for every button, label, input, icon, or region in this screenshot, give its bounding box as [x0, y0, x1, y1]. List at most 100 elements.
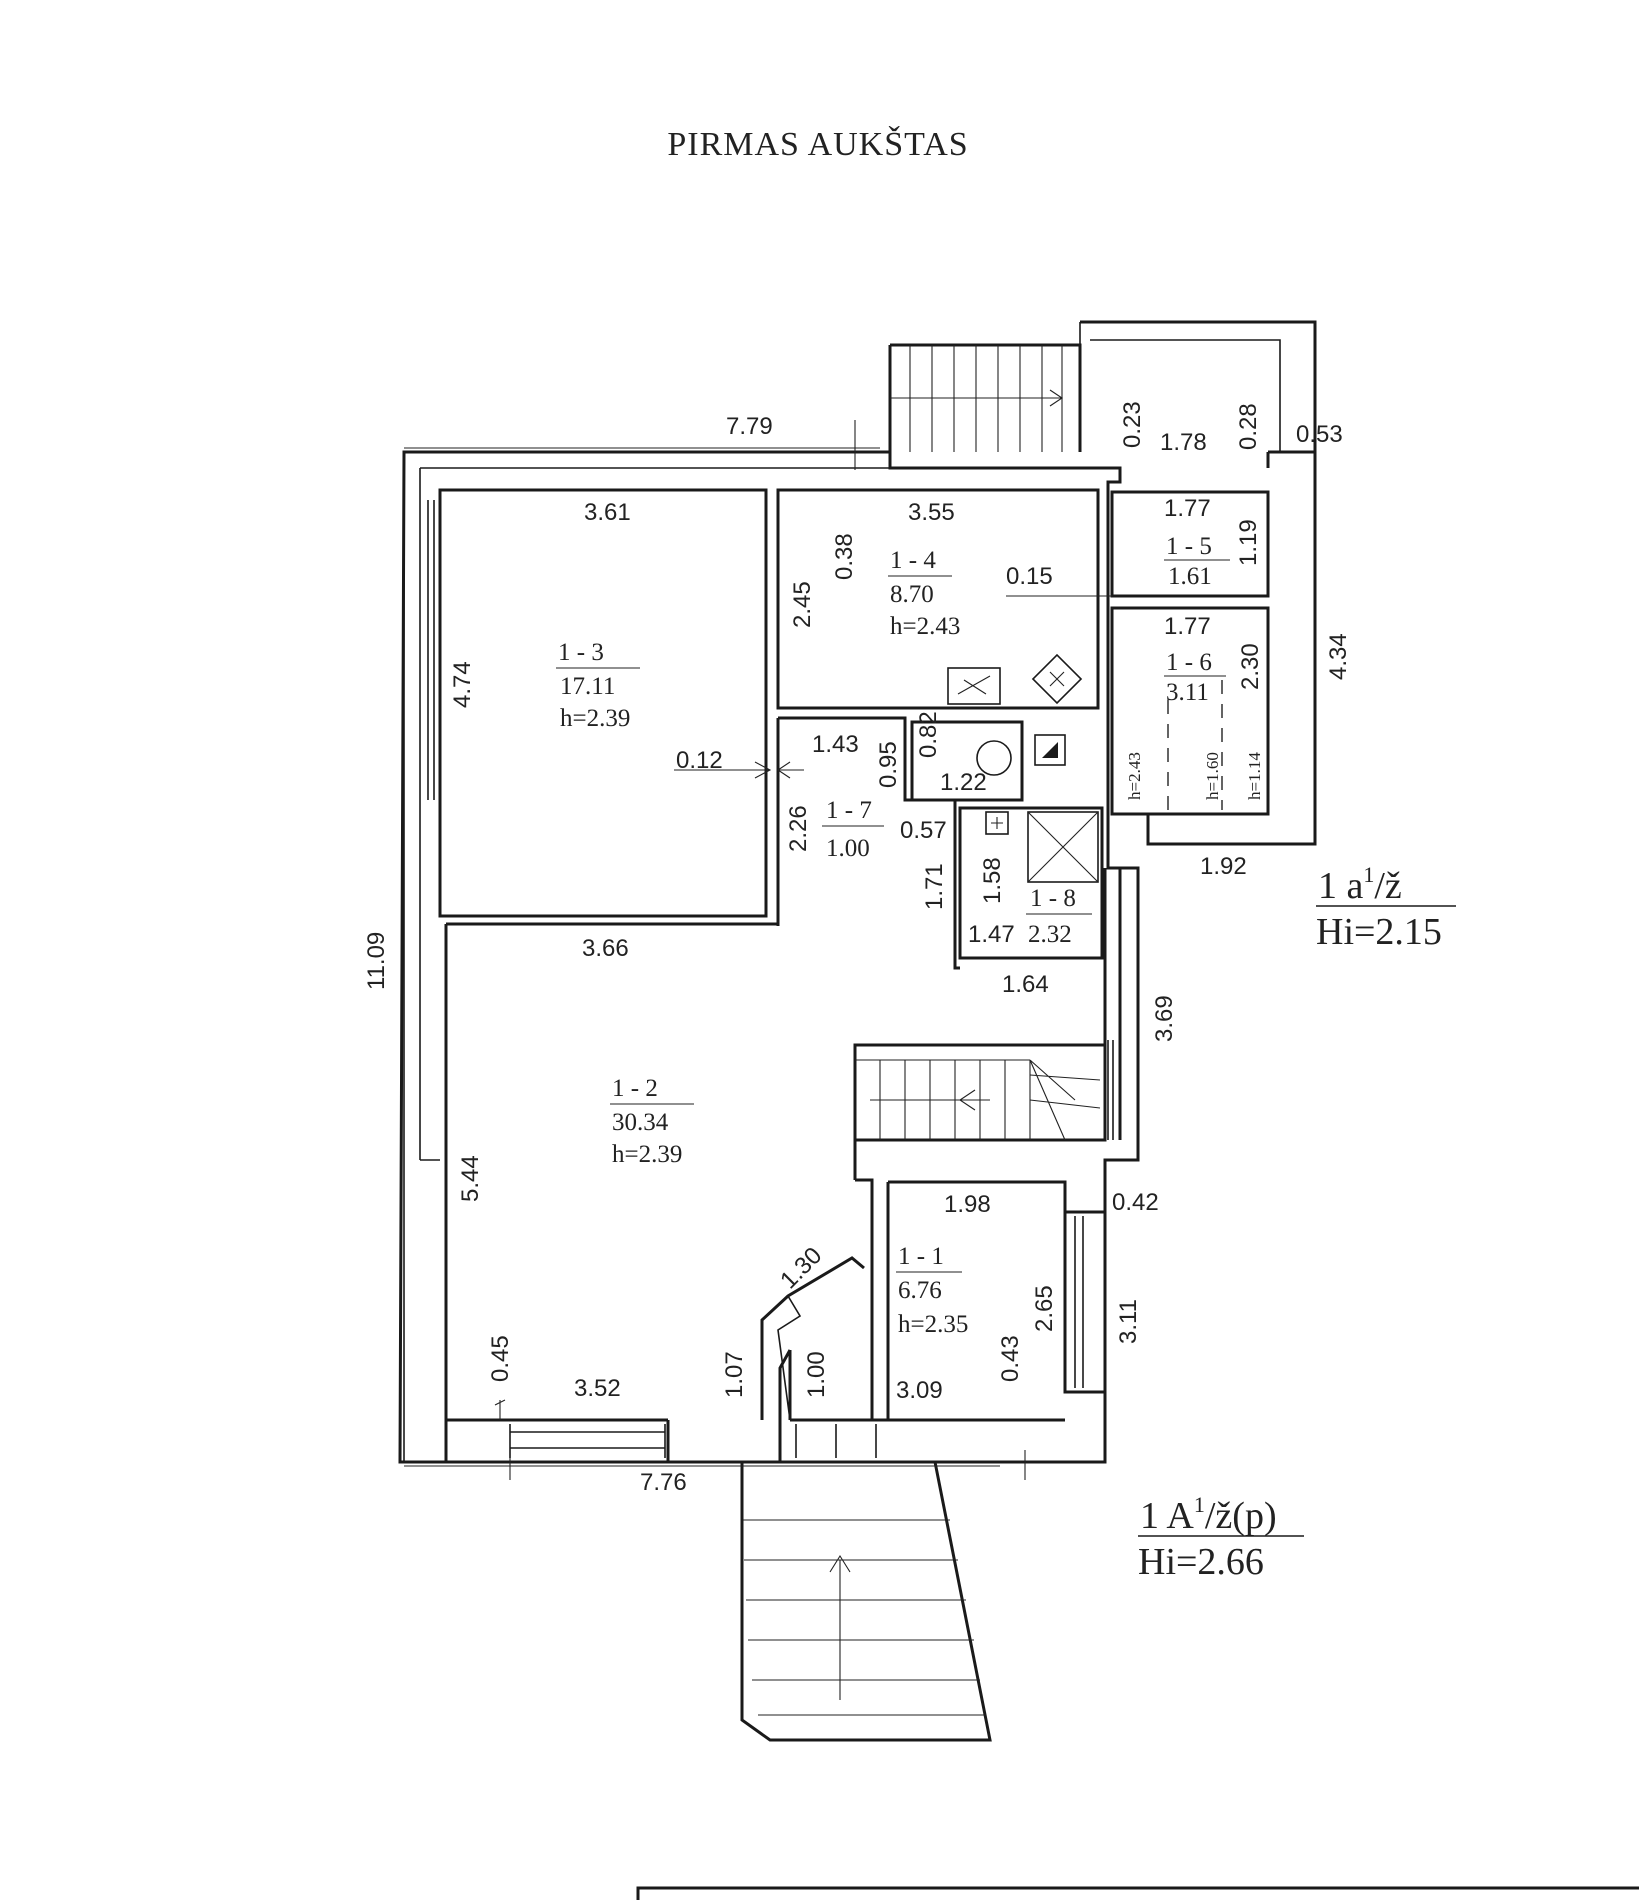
room-id: 1 - 4 — [890, 547, 936, 574]
dim-3-52: 3.52 — [574, 1375, 621, 1402]
dim-1-43: 1.43 — [812, 731, 859, 758]
dimension-lines — [404, 420, 1112, 1480]
dim-1-22: 1.22 — [940, 769, 987, 796]
room-id: 1 - 8 — [1030, 885, 1076, 912]
room-height: h=2.43 — [890, 613, 960, 640]
block-height: Hi=2.66 — [1138, 1541, 1264, 1583]
dim-0-57: 0.57 — [900, 817, 947, 844]
room-1-4-outline — [776, 488, 1100, 710]
dim-11-09: 11.09 — [363, 932, 390, 990]
block-rest: /ž — [1374, 865, 1401, 907]
dim-0-12: 0.12 — [676, 747, 723, 774]
room-1-1-outline — [778, 1180, 1105, 1420]
dim-4-34: 4.34 — [1325, 633, 1352, 680]
room-1-5-label: 1 - 5 1.61 — [1164, 533, 1230, 590]
dim-3-11: 3.11 — [1115, 1299, 1142, 1344]
dim-h-1-60: h=1.60 — [1203, 752, 1222, 800]
room-area: 2.32 — [1028, 921, 1072, 948]
block-label-1A: 1 A1/ž(p) Hi=2.66 — [1138, 1492, 1304, 1583]
stove-icon — [947, 667, 1001, 705]
room-id: 1 - 7 — [826, 797, 872, 824]
sink-icon — [1034, 734, 1066, 766]
boiler-icon — [1031, 653, 1083, 705]
room-1-6-outline — [1110, 606, 1270, 816]
outer-wall — [398, 450, 1140, 1464]
room-id: 1 - 2 — [612, 1075, 658, 1102]
dim-1-47: 1.47 — [968, 921, 1015, 948]
wc-box — [910, 720, 1024, 802]
plan-title: PIRMAS AUKŠTAS — [667, 125, 968, 163]
dim-3-69: 3.69 — [1151, 995, 1178, 1042]
dim-4-74: 4.74 — [449, 661, 476, 708]
room-height: h=2.39 — [560, 705, 630, 732]
room-1-7-label: 1 - 7 1.00 — [822, 797, 884, 862]
dim-1-19: 1.19 — [1235, 519, 1262, 566]
dim-2-45: 2.45 — [789, 581, 816, 628]
bottom-stair — [740, 1461, 992, 1742]
dim-1-78: 1.78 — [1160, 429, 1207, 456]
dim-1-77-b: 1.77 — [1164, 613, 1211, 640]
svg-text:1 A1/ž(p): 1 A1/ž(p) — [1140, 1492, 1277, 1537]
dim-0-53: 0.53 — [1296, 421, 1343, 448]
svg-text:1 a1/ž: 1 a1/ž — [1318, 862, 1402, 907]
room-1-1-label: 1 - 1 6.76 h=2.35 — [896, 1243, 968, 1338]
walls — [398, 450, 1317, 1464]
dim-h-2-43: h=2.43 — [1125, 752, 1144, 800]
room-area: 17.11 — [560, 673, 615, 700]
room-area: 1.61 — [1168, 563, 1212, 590]
block-rest: /ž(p) — [1205, 1495, 1277, 1537]
dim-3-61: 3.61 — [584, 499, 631, 526]
room-id: 1 - 5 — [1166, 533, 1212, 560]
dim-0-45: 0.45 — [487, 1335, 514, 1382]
room-area: 6.76 — [898, 1277, 942, 1304]
dim-2-26: 2.26 — [785, 805, 812, 852]
block-height: Hi=2.15 — [1316, 911, 1442, 953]
room-id: 1 - 3 — [558, 639, 604, 666]
dim-0-38: 0.38 — [831, 533, 858, 580]
dim-3-66: 3.66 — [582, 935, 629, 962]
block-label-1a: 1 a1/ž Hi=2.15 — [1316, 862, 1456, 953]
dim-1-98: 1.98 — [944, 1191, 991, 1218]
dim-1-30: 1.30 — [775, 1242, 827, 1294]
room-height: h=2.35 — [898, 1311, 968, 1338]
room-1-6-label: 1 - 6 3.11 — [1164, 649, 1226, 706]
room-area: 1.00 — [826, 835, 870, 862]
room-id: 1 - 6 — [1166, 649, 1212, 676]
internal-stair — [853, 1043, 1107, 1142]
dim-2-65: 2.65 — [1031, 1285, 1058, 1332]
room-1-3-label: 1 - 3 17.11 h=2.39 — [556, 639, 640, 732]
room-area: 8.70 — [890, 581, 934, 608]
dim-0-28: 0.28 — [1235, 403, 1262, 450]
toilet-icon — [976, 740, 1012, 776]
room-1-8-outline — [958, 806, 1104, 960]
dim-0-23: 0.23 — [1119, 401, 1146, 448]
dim-0-15: 0.15 — [1006, 563, 1053, 590]
room-height: h=2.39 — [612, 1141, 682, 1168]
block-code: 1 A — [1140, 1495, 1194, 1537]
dim-0-82: 0.82 — [915, 711, 942, 758]
frame-border — [636, 1886, 1639, 1900]
dim-0-95: 0.95 — [875, 741, 902, 788]
dim-0-42: 0.42 — [1112, 1189, 1159, 1216]
shower-icon — [1027, 811, 1099, 883]
dim-5-44: 5.44 — [457, 1155, 484, 1202]
room-1-3-outline — [438, 488, 768, 918]
block-code: 1 a — [1318, 865, 1364, 907]
block-sup: 1 — [1194, 1492, 1205, 1517]
room-1-4-label: 1 - 4 8.70 h=2.43 — [888, 547, 960, 640]
dim-2-30: 2.30 — [1237, 643, 1264, 690]
dim-1-92: 1.92 — [1200, 853, 1247, 880]
dim-3-55: 3.55 — [908, 499, 955, 526]
dim-h-1-14: h=1.14 — [1245, 752, 1264, 800]
dim-0-43: 0.43 — [997, 1335, 1024, 1382]
dim-7-76: 7.76 — [640, 1469, 687, 1496]
outlet-icon — [985, 811, 1009, 835]
room-area: 30.34 — [612, 1109, 669, 1136]
dim-1-71: 1.71 — [921, 863, 948, 910]
block-sup: 1 — [1363, 862, 1374, 887]
dim-3-09: 3.09 — [896, 1377, 943, 1404]
dim-1-00: 1.00 — [803, 1351, 830, 1398]
dim-1-64: 1.64 — [1002, 971, 1049, 998]
room-1-8-label: 1 - 8 2.32 — [1026, 885, 1092, 948]
